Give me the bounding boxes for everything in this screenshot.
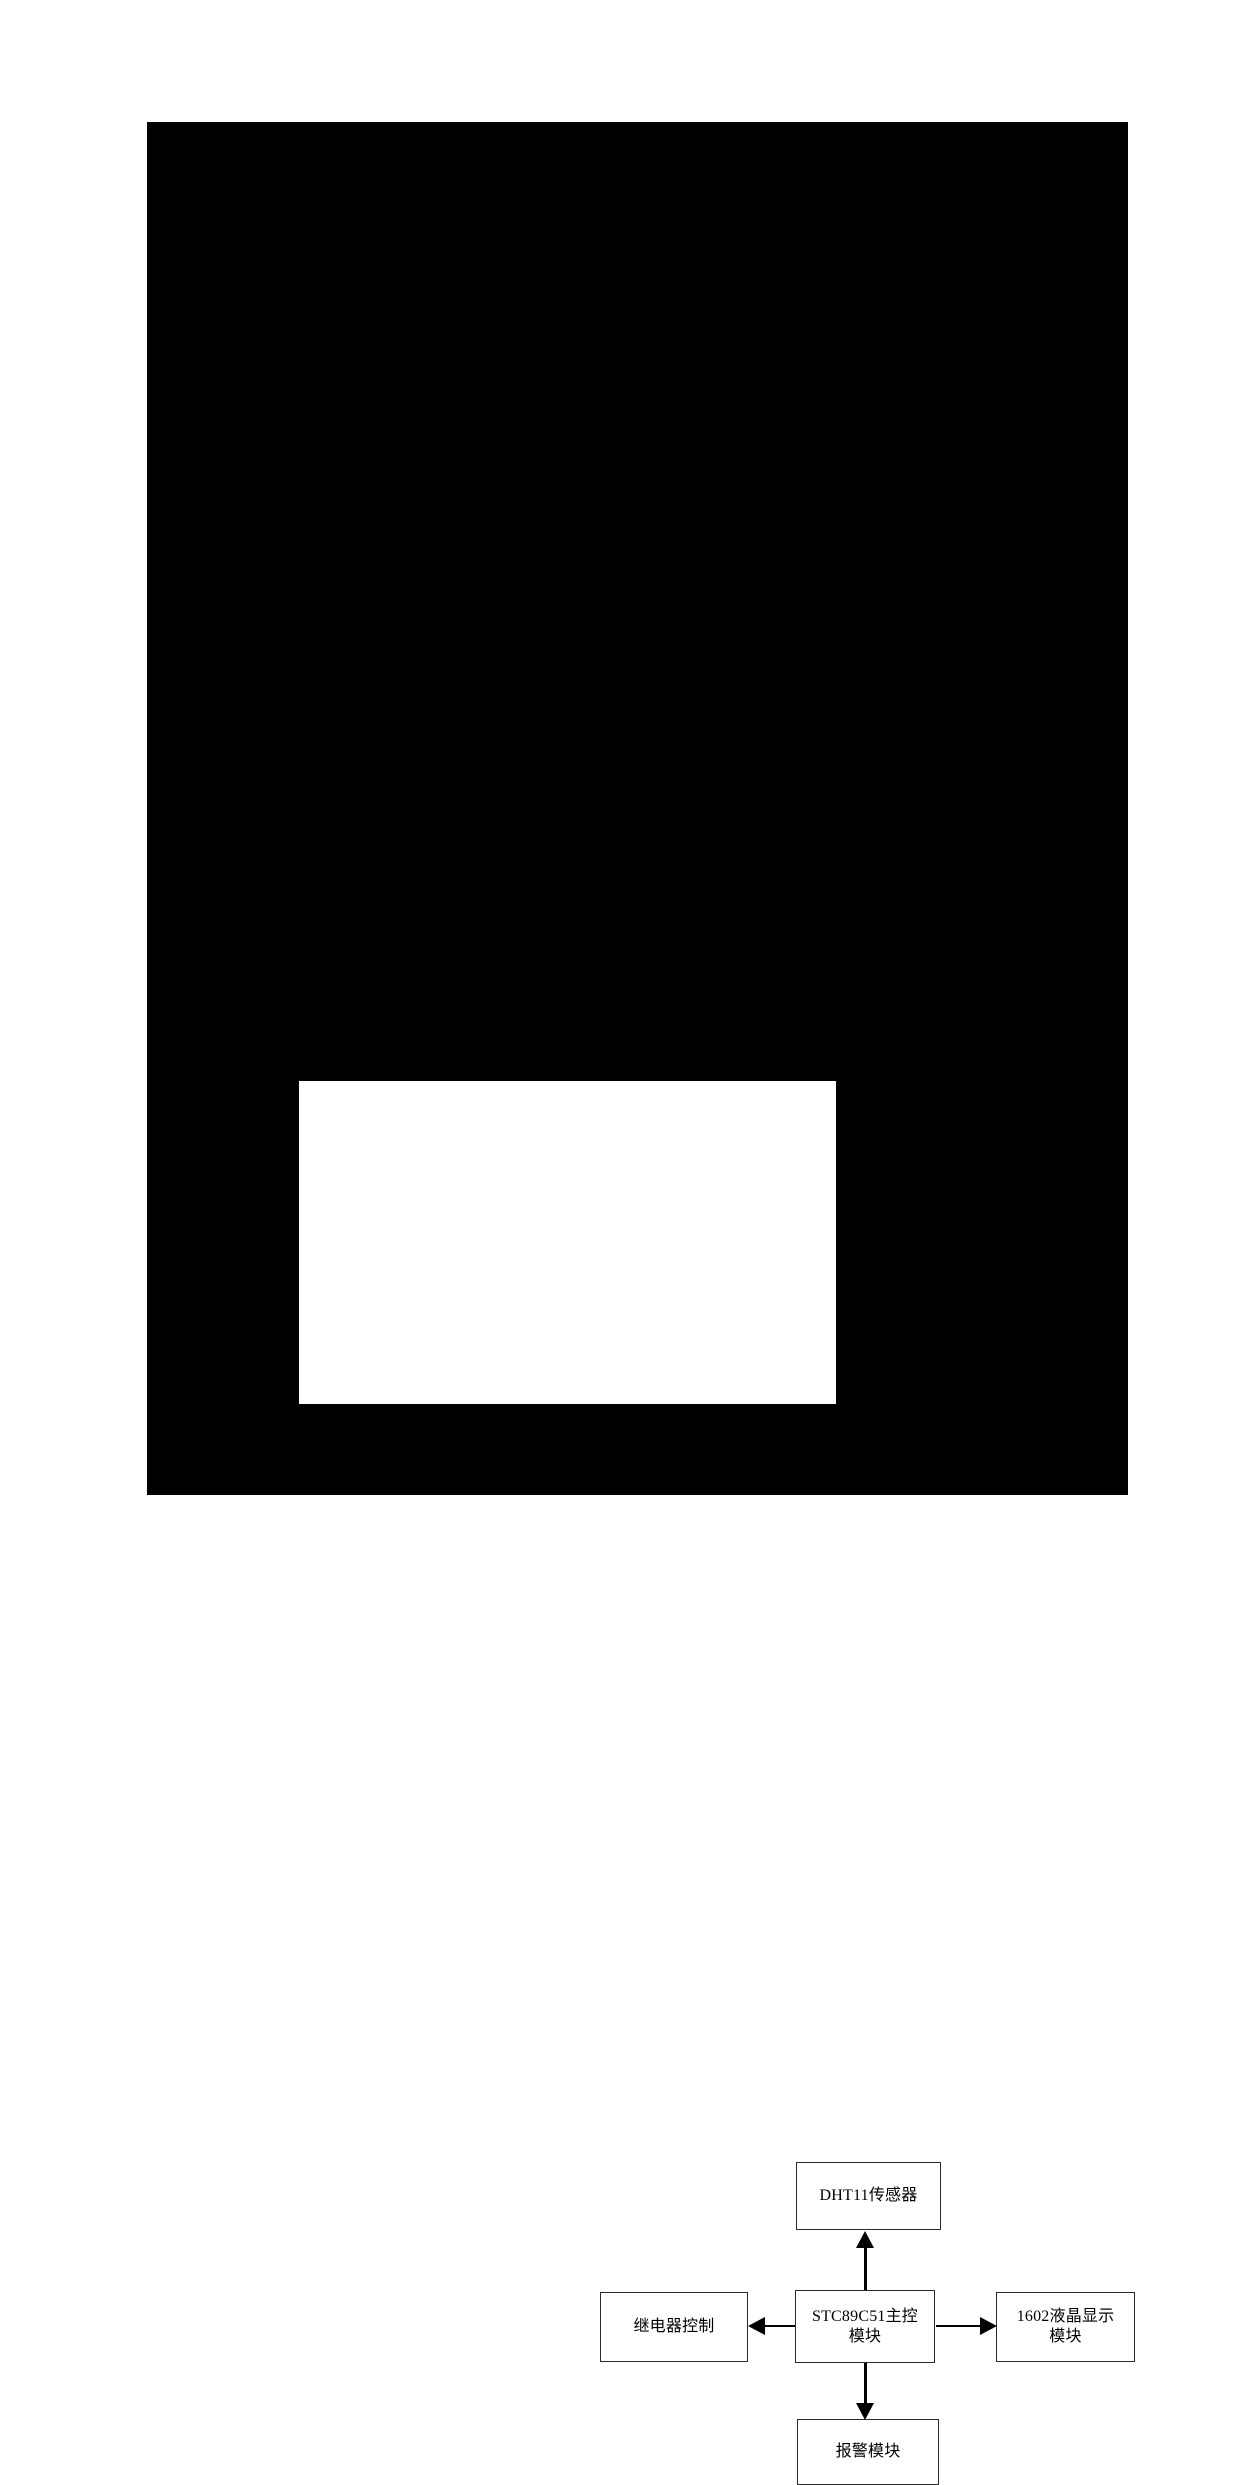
arrowhead-up-icon bbox=[856, 2231, 874, 2248]
block-label: DHT11传感器 bbox=[819, 2187, 918, 2204]
block-label: 继电器控制 bbox=[633, 2318, 715, 2335]
block-label: 报警模块 bbox=[835, 2443, 901, 2460]
document-page: DHT11传感器 STC89C51主控 模块 继电器控制 1602液晶显示 模块… bbox=[147, 122, 1135, 2485]
block-alarm-module: 报警模块 bbox=[797, 2419, 939, 2485]
connector-mcu-to-lcd bbox=[936, 2325, 980, 2328]
block-1602-lcd-display: 1602液晶显示 模块 bbox=[996, 2292, 1135, 2362]
block-label: STC89C51主控 模块 bbox=[811, 2307, 919, 2345]
block-dht11-sensor: DHT11传感器 bbox=[796, 2162, 941, 2230]
arrowhead-right-icon bbox=[980, 2317, 997, 2335]
system-block-diagram: DHT11传感器 STC89C51主控 模块 继电器控制 1602液晶显示 模块… bbox=[299, 1081, 1135, 2485]
block-stc89c51-main-control: STC89C51主控 模块 bbox=[795, 2290, 935, 2363]
block-relay-control: 继电器控制 bbox=[600, 2292, 748, 2362]
connector-mcu-to-relay bbox=[764, 2325, 797, 2328]
arrowhead-down-icon bbox=[856, 2403, 874, 2420]
arrowhead-left-icon bbox=[748, 2317, 765, 2335]
connector-mcu-to-alarm bbox=[864, 2363, 867, 2405]
connector-mcu-to-sensor bbox=[864, 2247, 867, 2292]
block-label: 1602液晶显示 模块 bbox=[1016, 2308, 1115, 2345]
